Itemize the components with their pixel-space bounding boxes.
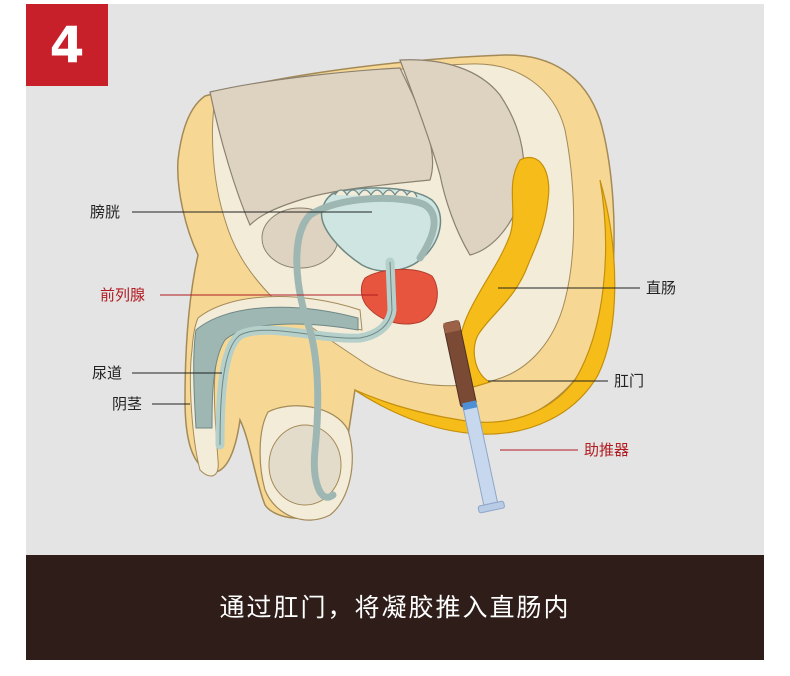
label-urethra: 尿道: [92, 364, 123, 382]
label-applicator: 助推器: [584, 441, 630, 459]
applicator-plunger: [477, 500, 505, 514]
caption-text: 通过肛门，将凝胶推入直肠内: [219, 593, 571, 622]
applicator-syringe: [443, 320, 505, 514]
applicator-tip: [443, 320, 461, 334]
prostate: [360, 268, 438, 325]
bladder-folds: [334, 189, 418, 198]
label-penis: 阴茎: [112, 395, 143, 413]
rectal-wall: [354, 179, 616, 435]
pelvic-bone: [209, 67, 434, 227]
step-number-badge: 4: [26, 4, 108, 86]
label-prostate: 前列腺: [100, 286, 146, 304]
testis: [268, 424, 342, 506]
label-rectum: 直肠: [646, 279, 677, 297]
urethra-outline: [219, 261, 393, 446]
caption-bar: 通过肛门，将凝胶推入直肠内: [26, 555, 764, 660]
applicator-collar: [462, 400, 478, 411]
rectum: [458, 157, 550, 389]
label-anus: 肛门: [614, 372, 645, 390]
label-bladder: 膀胱: [90, 203, 121, 221]
vas-deferens: [293, 194, 438, 501]
pelvic-bone-right: [399, 59, 525, 256]
